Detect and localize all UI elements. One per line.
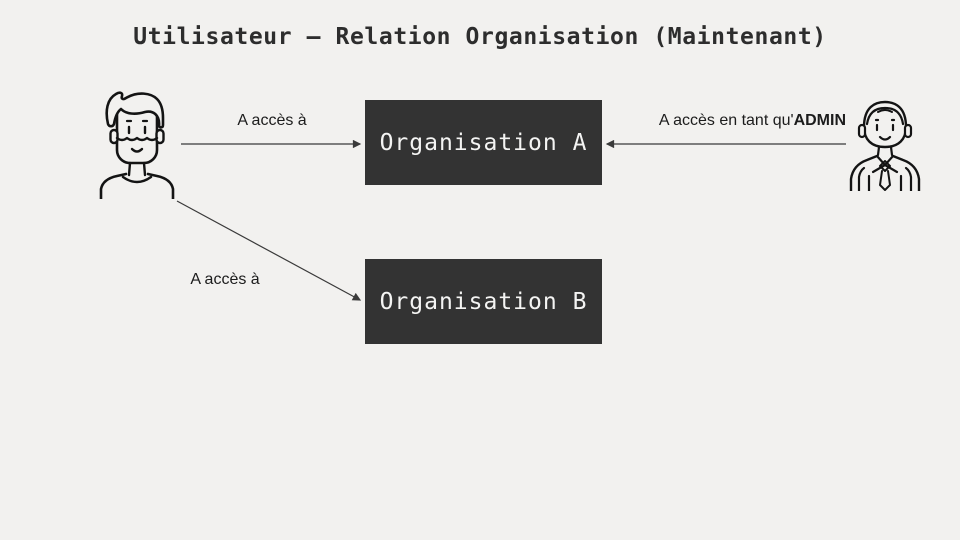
bearded-man-avatar-icon xyxy=(99,91,175,199)
edge-label-admin-org-a: A accès en tant qu'ADMIN xyxy=(606,112,846,130)
businessman-admin-avatar-icon xyxy=(849,100,921,191)
edge-label-user-org-a: A accès à xyxy=(237,112,307,129)
edge-label-admin-role: ADMIN xyxy=(793,112,846,129)
org-a-label: Organisation A xyxy=(379,129,588,156)
org-a-node: Organisation A xyxy=(365,100,602,185)
org-b-node: Organisation B xyxy=(365,259,602,344)
edge-label-admin-prefix: A accès en tant qu' xyxy=(658,112,794,129)
org-b-label: Organisation B xyxy=(379,288,588,315)
edge-label-user-org-b: A accès à xyxy=(190,271,260,288)
diagram-title: Utilisateur – Relation Organisation (Mai… xyxy=(133,24,827,50)
